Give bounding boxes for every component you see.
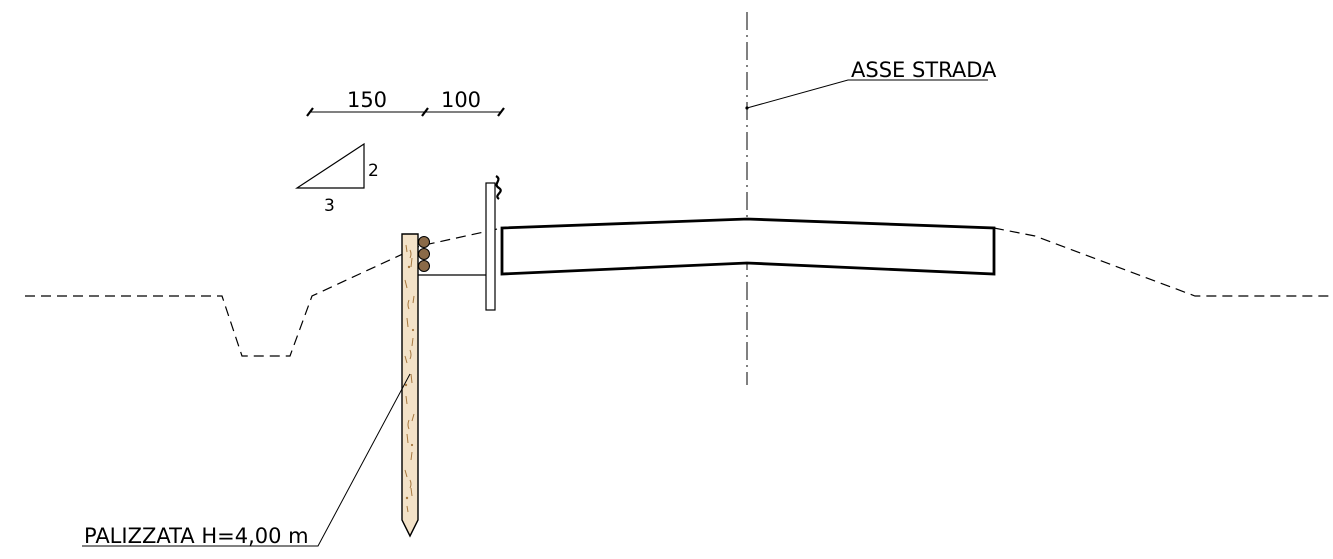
slope-horizontal-value: 3: [324, 196, 335, 216]
axis-leader-line: [746, 79, 988, 109]
ground-profile-right: [993, 227, 1333, 297]
wood-grain: [404, 244, 415, 513]
guardrail-top-icon: [495, 175, 502, 200]
log-1: [418, 236, 430, 248]
slope-triangle: [294, 142, 365, 189]
palisade-pole: [401, 233, 419, 538]
dimension-100: 100: [441, 88, 481, 112]
axis-leader-dot: [745, 106, 749, 110]
axis-label: ASSE STRADA: [851, 58, 997, 82]
log-2: [418, 248, 430, 260]
stacked-logs: [418, 236, 430, 272]
palisade-leader-line: [82, 373, 411, 547]
palisade-label: PALIZZATA H=4,00 m: [84, 524, 309, 548]
dimension-line: [306, 107, 505, 117]
slope-vertical-value: 2: [368, 161, 379, 181]
ground-profile-left: [25, 227, 503, 357]
road-pavement: [500, 217, 996, 276]
log-3: [418, 260, 430, 272]
dimension-150: 150: [347, 88, 387, 112]
guardrail-post: [485, 182, 496, 311]
wood-knots: [404, 265, 415, 500]
